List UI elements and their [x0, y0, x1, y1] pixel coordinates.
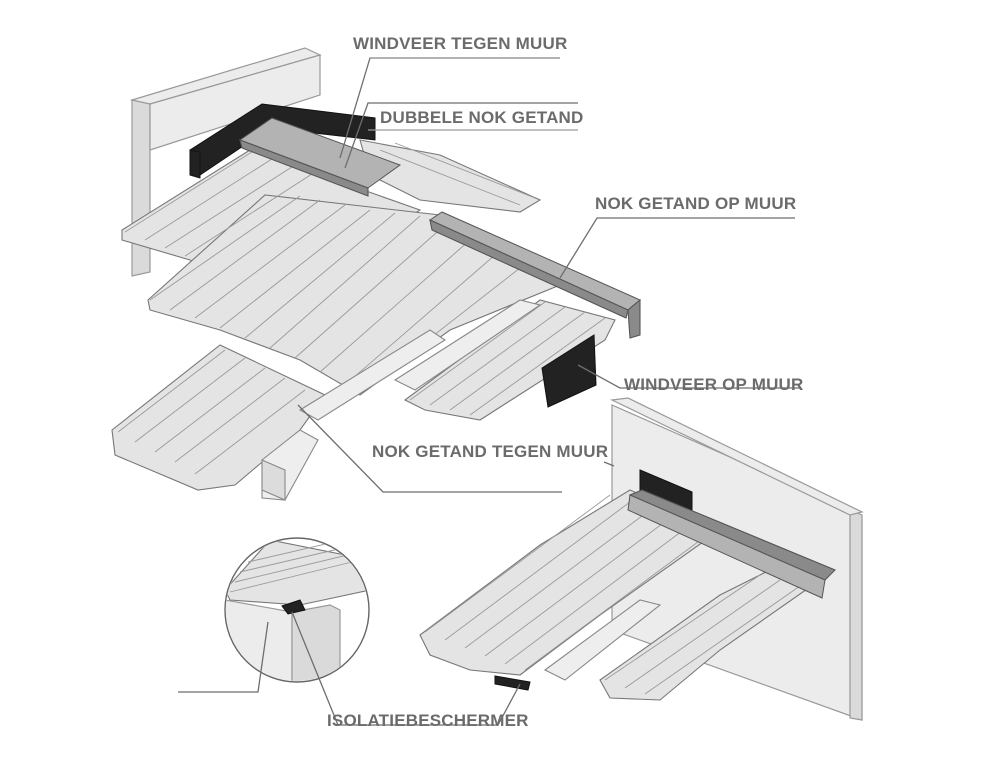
label-dubbele-nok-getand: DUBBELE NOK GETAND [380, 108, 584, 127]
label-windveer-tegen-muur: WINDVEER TEGEN MUUR [353, 34, 567, 53]
label-nok-getand-tegen-muur: NOK GETAND TEGEN MUUR [372, 442, 608, 461]
nok-tegen-muur-piece [627, 469, 836, 599]
sheet-ribs [117, 142, 606, 475]
windveer-tegen-muur-piece [189, 103, 376, 179]
leader-lines [178, 57, 800, 726]
upper-purlins [261, 299, 542, 501]
label-nok-getand-op-muur: NOK GETAND OP MUUR [595, 194, 796, 213]
nok-op-muur-piece [428, 211, 641, 339]
labels: WINDVEER TEGEN MUUR DUBBELE NOK GETAND N… [327, 34, 804, 730]
label-isolatiebeschermer: ISOLATIEBESCHERMER [327, 711, 529, 730]
label-windveer-op-muur: WINDVEER OP MUUR [624, 375, 804, 394]
lower-roof-sheets [419, 489, 822, 701]
lower-purlins [494, 599, 662, 691]
dubbele-nok-piece [238, 117, 402, 197]
lower-sheet-ribs [424, 494, 801, 695]
detail-circle [224, 537, 370, 683]
windveer-op-muur-piece [541, 334, 597, 408]
